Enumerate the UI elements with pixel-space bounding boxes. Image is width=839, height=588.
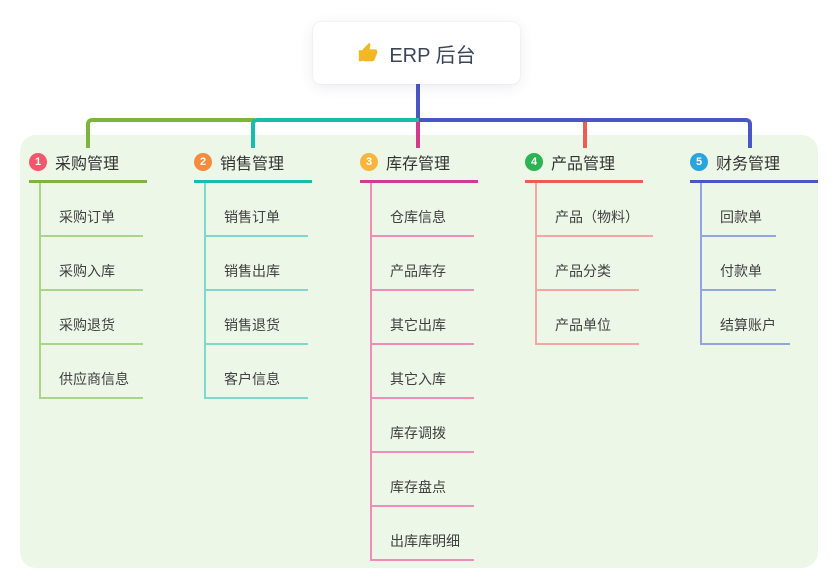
- branch-number-badge: 1: [29, 153, 47, 171]
- branch-2-connector-line: [251, 118, 419, 148]
- node-warehouse-info[interactable]: 仓库信息: [372, 183, 474, 237]
- node-stock-transfer[interactable]: 库存调拨: [372, 399, 474, 453]
- branch-column-finance: 5 财务管理 回款单 付款单 结算账户: [690, 150, 818, 345]
- node-outbound-detail[interactable]: 出库库明细: [372, 507, 474, 561]
- node-purchase-inbound[interactable]: 采购入库: [41, 237, 143, 291]
- node-supplier-info[interactable]: 供应商信息: [41, 345, 143, 399]
- branch-title-product[interactable]: 4 产品管理: [525, 150, 643, 183]
- branch-number-badge: 2: [194, 153, 212, 171]
- node-sales-outbound[interactable]: 销售出库: [206, 237, 308, 291]
- node-sales-return[interactable]: 销售退货: [206, 291, 308, 345]
- branch-children-inventory: 仓库信息 产品库存 其它出库 其它入库 库存调拨 库存盘点 出库库明细: [370, 183, 478, 561]
- branch-children-product: 产品（物料） 产品分类 产品单位: [535, 183, 653, 345]
- branch-children-purchase: 采购订单 采购入库 采购退货 供应商信息: [39, 183, 147, 399]
- branch-title-label: 销售管理: [220, 156, 285, 173]
- branch-title-purchase[interactable]: 1 采购管理: [29, 150, 147, 183]
- node-receipt-bill[interactable]: 回款单: [702, 183, 776, 237]
- branch-number-badge: 5: [690, 153, 708, 171]
- branch-column-purchase: 1 采购管理 采购订单 采购入库 采购退货 供应商信息: [29, 150, 147, 399]
- node-product-material[interactable]: 产品（物料）: [537, 183, 653, 237]
- node-other-outbound[interactable]: 其它出库: [372, 291, 474, 345]
- branch-4-connector-line: [583, 122, 587, 148]
- node-other-inbound[interactable]: 其它入库: [372, 345, 474, 399]
- node-product-unit[interactable]: 产品单位: [537, 291, 639, 345]
- branch-number-badge: 3: [360, 153, 378, 171]
- branch-title-label: 库存管理: [386, 156, 451, 173]
- node-stock-count[interactable]: 库存盘点: [372, 453, 474, 507]
- root-node[interactable]: ERP 后台: [313, 22, 520, 84]
- root-connector-line: [416, 84, 420, 120]
- thumbs-up-icon: [357, 42, 379, 64]
- branches-background-panel: [20, 135, 818, 568]
- branch-3-connector-line: [416, 122, 420, 148]
- branch-column-inventory: 3 库存管理 仓库信息 产品库存 其它出库 其它入库 库存调拨 库存盘点 出库库…: [360, 150, 478, 561]
- branch-title-label: 财务管理: [716, 156, 781, 173]
- node-product-category[interactable]: 产品分类: [537, 237, 639, 291]
- branch-title-inventory[interactable]: 3 库存管理: [360, 150, 478, 183]
- node-payment-bill[interactable]: 付款单: [702, 237, 776, 291]
- branch-children-sales: 销售订单 销售出库 销售退货 客户信息: [204, 183, 312, 399]
- node-purchase-return[interactable]: 采购退货: [41, 291, 143, 345]
- branch-column-product: 4 产品管理 产品（物料） 产品分类 产品单位: [525, 150, 653, 345]
- branch-children-finance: 回款单 付款单 结算账户: [700, 183, 818, 345]
- branch-title-finance[interactable]: 5 财务管理: [690, 150, 818, 183]
- branch-1-connector-line: [86, 118, 255, 148]
- branch-title-sales[interactable]: 2 销售管理: [194, 150, 312, 183]
- branch-column-sales: 2 销售管理 销售订单 销售出库 销售退货 客户信息: [194, 150, 312, 399]
- root-node-label: ERP 后台: [389, 44, 476, 67]
- branch-title-label: 产品管理: [551, 156, 616, 173]
- node-purchase-order[interactable]: 采购订单: [41, 183, 143, 237]
- branch-5-connector-line: [419, 118, 752, 148]
- node-product-stock[interactable]: 产品库存: [372, 237, 474, 291]
- node-settlement-account[interactable]: 结算账户: [702, 291, 790, 345]
- node-sales-order[interactable]: 销售订单: [206, 183, 308, 237]
- branch-title-label: 采购管理: [55, 156, 120, 173]
- branch-number-badge: 4: [525, 153, 543, 171]
- node-customer-info[interactable]: 客户信息: [206, 345, 308, 399]
